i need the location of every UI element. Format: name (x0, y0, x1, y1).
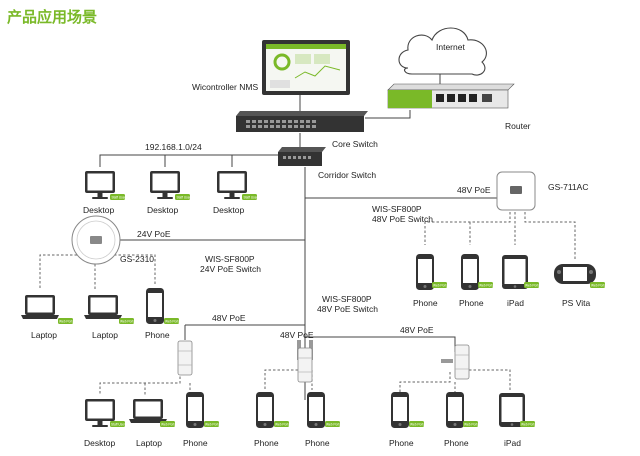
internet-cloud-icon (398, 27, 487, 88)
svg-text:Web Portal User: Web Portal User (165, 320, 189, 324)
svg-text:Web Portal User: Web Portal User (591, 284, 615, 288)
poe-48v-left-label: 48V PoE (212, 313, 246, 323)
phone-icon (186, 392, 204, 428)
nms-label: Wicontroller NMS (192, 82, 258, 92)
bottom-right-device-group: Web Portal User Web Portal User Web Port… (389, 392, 545, 448)
corridor-switch-label: Corridor Switch (318, 170, 376, 180)
svg-text:Web Portal User: Web Portal User (275, 423, 299, 427)
svg-text:Web Portal User: Web Portal User (205, 423, 229, 427)
svg-text:Web Portal User: Web Portal User (120, 320, 144, 324)
svg-text:Staff User: Staff User (111, 423, 126, 427)
page-title: 产品应用场景 (7, 8, 97, 26)
phone-icon (146, 288, 164, 324)
wis-b-line2: 24V PoE Switch (200, 264, 261, 274)
svg-text:Staff User: Staff User (112, 196, 127, 200)
wis-a-line1: WIS-SF800P (372, 204, 422, 214)
svg-text:Staff User: Staff User (244, 196, 259, 200)
staff-user-tag: Staff User Staff User Staff User (110, 194, 259, 200)
device-label: Laptop (136, 438, 162, 448)
outdoor-ap-left (177, 340, 193, 376)
phone-icon (446, 392, 464, 428)
wis-b-line1: WIS-SF800P (205, 254, 255, 264)
outdoor-ap-right (441, 344, 470, 380)
svg-text:Web Portal User: Web Portal User (161, 423, 185, 427)
phone-icon (256, 392, 274, 428)
outdoor-ap-mid (297, 340, 313, 383)
device-label: Desktop (213, 205, 244, 215)
laptop-icon (84, 295, 122, 319)
device-label: Laptop (31, 330, 57, 340)
top-desktops: Staff User Staff User Staff User Desktop… (83, 171, 259, 215)
device-label: Desktop (147, 205, 178, 215)
subnet-label: 192.168.1.0/24 (145, 142, 202, 152)
phone-icon (307, 392, 325, 428)
wireless-links (39, 212, 576, 395)
tag-row: Staff User Web Portal User Web Portal Us… (110, 421, 229, 427)
svg-text:Web Portal User: Web Portal User (410, 423, 434, 427)
device-label: PS Vita (562, 298, 590, 308)
device-label: Phone (444, 438, 469, 448)
web-portal-tag: Web Portal User Web Portal User Web Port… (58, 318, 189, 324)
device-label: Phone (305, 438, 330, 448)
router-device (387, 83, 515, 109)
core-switch-device (236, 111, 368, 132)
svg-text:Web Portal User: Web Portal User (433, 284, 457, 288)
device-label: Phone (145, 330, 170, 340)
svg-text:Web Portal User: Web Portal User (479, 284, 503, 288)
svg-text:Staff User: Staff User (177, 196, 192, 200)
wis-a-line2: 48V PoE Switch (372, 214, 433, 224)
bottom-mid-device-group: Web Portal User Web Portal User Phone Ph… (254, 392, 350, 448)
device-label: Phone (459, 298, 484, 308)
wis-c-line1: WIS-SF800P (322, 294, 372, 304)
laptop-icon (21, 295, 59, 319)
web-portal-tag: Web Portal User Web Portal User Web Port… (432, 282, 615, 288)
phone-icon (416, 254, 434, 290)
web-portal-tag: Web Portal User Web Portal User (274, 421, 350, 427)
device-label: Phone (183, 438, 208, 448)
bottom-left-device-group: Staff User Web Portal User Web Portal Us… (84, 392, 229, 448)
gs-2310-label: GS-2310 (120, 254, 154, 264)
poe-48v-mid-label: 48V PoE (280, 330, 314, 340)
svg-text:Web Portal User: Web Portal User (525, 284, 549, 288)
svg-text:Web Portal User: Web Portal User (521, 423, 545, 427)
router-label: Router (505, 121, 531, 131)
device-label: iPad (507, 298, 524, 308)
wis-c-line2: 48V PoE Switch (317, 304, 378, 314)
svg-text:Web Portal User: Web Portal User (326, 423, 350, 427)
svg-text:Web Portal User: Web Portal User (464, 423, 488, 427)
psvita-icon (554, 264, 596, 284)
device-label: Phone (389, 438, 414, 448)
poe-48v-right-label: 48V PoE (400, 325, 434, 335)
mid-left-device-group: Web Portal User Web Portal User Web Port… (21, 288, 189, 340)
device-label: iPad (504, 438, 521, 448)
right-device-group: Web Portal User Web Portal User Web Port… (413, 254, 615, 308)
poe-24v-label: 24V PoE (137, 229, 171, 239)
nms-monitor (262, 40, 350, 95)
poe-48v-top-label: 48V PoE (457, 185, 491, 195)
laptop-icon (129, 399, 167, 423)
device-label: Desktop (83, 205, 114, 215)
phone-icon (461, 254, 479, 290)
device-label: Laptop (92, 330, 118, 340)
device-label: Phone (413, 298, 438, 308)
gs-2310-access-point (71, 215, 121, 265)
gs-711ac-access-point (496, 171, 536, 211)
device-label: Phone (254, 438, 279, 448)
web-portal-tag: Web Portal User Web Portal User Web Port… (409, 421, 545, 427)
device-label: Desktop (84, 438, 115, 448)
svg-text:Web Portal User: Web Portal User (59, 320, 83, 324)
corridor-switch-device (278, 147, 326, 166)
phone-icon (391, 392, 409, 428)
internet-label: Internet (436, 42, 465, 52)
gs-711ac-label: GS-711AC (548, 182, 588, 192)
core-switch-label: Core Switch (332, 139, 378, 149)
